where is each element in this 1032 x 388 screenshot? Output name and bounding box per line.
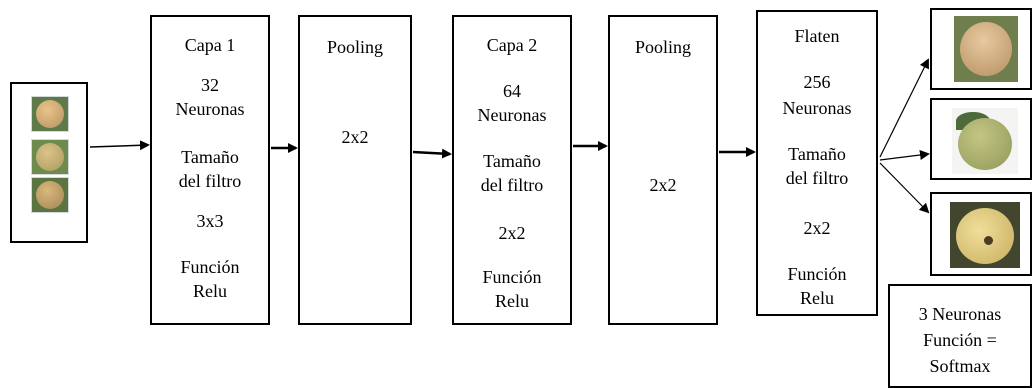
input-image-2 xyxy=(31,139,69,175)
output-line-1: 3 Neuronas xyxy=(918,304,1002,324)
output-line-3: Softmax xyxy=(929,356,991,376)
layer-pooling-2: Pooling 2x2 xyxy=(608,15,718,325)
layer-capa-2: Capa 2 64 Neuronas Tamaño del filtro 2x2… xyxy=(452,15,572,325)
arrow-flaten-to-class2 xyxy=(879,150,930,161)
fruit-icon xyxy=(36,100,64,128)
filter-size-label: Tamaño del filtro xyxy=(480,151,544,195)
input-image-3 xyxy=(31,177,69,213)
neuron-unit: Neuronas xyxy=(175,99,245,119)
filter-size-label: Tamaño del filtro xyxy=(178,147,242,191)
filter-size: 2x2 xyxy=(498,223,526,243)
output-image-2 xyxy=(952,108,1018,174)
fruit-icon xyxy=(960,22,1012,76)
filter-size: 3x3 xyxy=(196,211,224,231)
fruit-icon xyxy=(958,118,1012,170)
output-line-2: Función = xyxy=(923,330,997,350)
input-image-1 xyxy=(31,96,69,132)
neuron-unit: Neuronas xyxy=(782,98,852,118)
function-name: Relu xyxy=(495,291,529,311)
function-name: Relu xyxy=(800,288,834,308)
layer-title: Flaten xyxy=(794,26,840,46)
layer-title: Capa 1 xyxy=(184,35,236,55)
function-label: Función xyxy=(787,264,847,284)
neuron-count: 64 xyxy=(503,81,521,101)
filter-size: 2x2 xyxy=(803,218,831,238)
input-images-box xyxy=(10,82,88,243)
pool-size: 2x2 xyxy=(649,175,677,195)
output-image-3 xyxy=(950,202,1020,268)
spot-icon xyxy=(984,236,993,245)
output-class-2 xyxy=(930,98,1032,180)
neuron-count: 32 xyxy=(201,75,219,95)
neuron-count: 256 xyxy=(803,72,831,92)
layer-title: Pooling xyxy=(326,37,383,57)
neuron-unit: Neuronas xyxy=(477,105,547,125)
layer-title: Capa 2 xyxy=(486,35,538,55)
output-image-1 xyxy=(954,16,1018,82)
arrow-flaten-to-class1 xyxy=(879,58,929,158)
fruit-icon xyxy=(36,181,64,209)
pool-size: 2x2 xyxy=(341,127,369,147)
arrow-pooling1-to-capa2 xyxy=(412,148,452,159)
output-description-box: 3 Neuronas Función = Softmax xyxy=(888,284,1032,388)
filter-size-label: Tamaño del filtro xyxy=(785,144,849,188)
layer-title: Pooling xyxy=(634,37,691,57)
function-name: Relu xyxy=(193,281,227,301)
output-class-3 xyxy=(930,192,1032,276)
layer-capa-1: Capa 1 32 Neuronas Tamaño del filtro 3x3… xyxy=(150,15,270,325)
function-label: Función xyxy=(482,267,542,287)
layer-flaten: Flaten 256 Neuronas Tamaño del filtro 2x… xyxy=(756,10,878,316)
function-label: Función xyxy=(180,257,240,277)
output-class-1 xyxy=(930,8,1032,90)
arrow-input-to-capa1 xyxy=(89,140,150,151)
fruit-icon xyxy=(36,143,64,171)
layer-pooling-1: Pooling 2x2 xyxy=(298,15,412,325)
arrow-flaten-to-class3 xyxy=(879,162,930,214)
